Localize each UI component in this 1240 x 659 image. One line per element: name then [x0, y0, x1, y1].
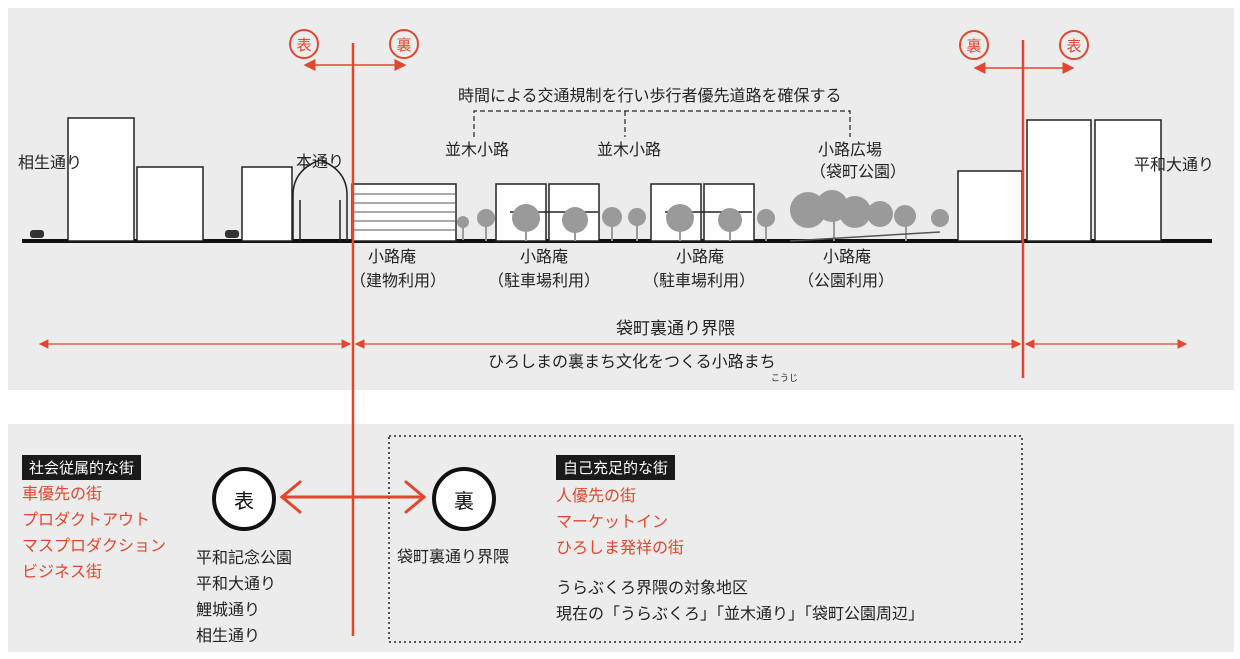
target-area-line1: うらぶくろ界隈の対象地区 — [556, 578, 749, 597]
building — [241, 166, 293, 242]
striped-building — [351, 183, 457, 242]
ura-circle: 裏 — [432, 467, 496, 531]
koji-an-use: （駐車場利用） — [488, 271, 601, 290]
time-rule-text: 時間による交通規制を行い歩行者優先道路を確保する — [458, 86, 842, 105]
omote-circle: 表 — [212, 467, 276, 531]
koji-an-name: 小路庵 — [676, 247, 725, 266]
building — [67, 117, 135, 242]
park-path — [789, 231, 941, 242]
time-rule-bracket — [473, 110, 851, 137]
namiki-label-1: 並木小路 — [445, 140, 510, 159]
right-badge: 自己充足的な街 — [556, 455, 676, 480]
koji-an-name: 小路庵 — [368, 247, 417, 266]
hondori-label: 本通り — [296, 152, 345, 171]
trees — [457, 190, 949, 241]
right-item: ひろしま発祥の街 — [556, 538, 685, 557]
building — [1094, 119, 1162, 242]
aioi-label: 相生通り — [18, 153, 83, 172]
omote-marker-left: 表 — [289, 29, 319, 59]
building — [136, 166, 204, 242]
right-item: マーケットイン — [556, 512, 669, 531]
omote-place: 平和大通り — [196, 574, 277, 593]
ura-area-box — [388, 435, 1023, 643]
omote-marker-right: 表 — [1059, 30, 1089, 60]
left-item: マスプロダクション — [22, 536, 167, 555]
right-item: 人優先の街 — [556, 486, 637, 505]
building — [1026, 119, 1092, 242]
right-item-list: 人優先の街 マーケットイン ひろしま発祥の街 — [556, 483, 684, 561]
ura-marker-right: 裏 — [959, 30, 989, 60]
car — [225, 230, 239, 238]
omote-place: 平和記念公園 — [196, 548, 293, 567]
left-item: ビジネス街 — [22, 562, 103, 581]
omote-place: 相生通り — [196, 626, 261, 645]
koji-an-use: （駐車場利用） — [643, 271, 756, 290]
hiroba-sublabel: （袋町公園） — [810, 162, 907, 181]
building — [957, 170, 1023, 242]
car — [30, 230, 44, 238]
ruby-text: こうじ — [771, 374, 799, 384]
hiroba-label: 小路広場 — [818, 140, 883, 159]
area-title: 袋町裏通り界隈 — [616, 319, 735, 339]
arcade — [292, 159, 348, 241]
left-item: プロダクトアウト — [22, 510, 151, 529]
ura-marker-left: 裏 — [389, 29, 419, 59]
koji-an-use: （建物利用） — [350, 271, 447, 290]
heiwa-label: 平和大通り — [1134, 155, 1215, 174]
namiki-label-2: 並木小路 — [597, 140, 662, 159]
koji-an-use: （公園利用） — [798, 271, 895, 290]
target-area-line2: 現在の「うらぶくろ」「並木通り」「袋町公園周辺」 — [556, 604, 925, 623]
koji-an-name: 小路庵 — [823, 247, 872, 266]
omote-place: 鯉城通り — [196, 600, 261, 619]
omote-ura-arrow — [279, 480, 427, 514]
ura-place: 袋町裏通り界隈 — [397, 547, 510, 566]
left-item: 車優先の街 — [22, 484, 103, 503]
koji-an-name: 小路庵 — [520, 247, 569, 266]
area-subtitle: ひろしまの裏まち文化をつくる小路まち — [488, 352, 776, 371]
left-badge: 社会従属的な街 — [22, 455, 142, 480]
left-item-list: 車優先の街 プロダクトアウト マスプロダクション ビジネス街 — [22, 481, 166, 585]
omote-place-list: 平和記念公園 平和大通り 鯉城通り 相生通り — [196, 545, 292, 649]
